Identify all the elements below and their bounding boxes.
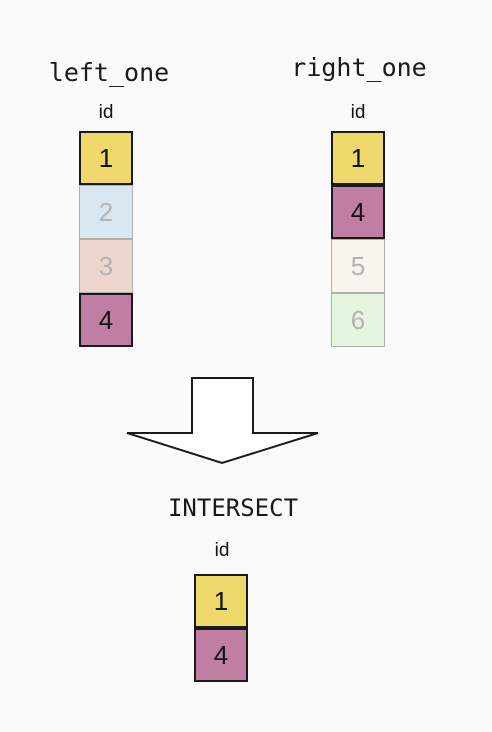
table-cell: 1 (194, 574, 248, 628)
table-cell: 4 (331, 185, 385, 239)
table-cell: 4 (79, 293, 133, 347)
table-cell: 4 (194, 628, 248, 682)
result-column-header: id (214, 540, 230, 561)
left-table-title: left_one (48, 58, 170, 87)
table-cell: 2 (79, 185, 133, 239)
table-cell: 1 (331, 131, 385, 185)
table-cell: 6 (331, 293, 385, 347)
right-table-column-header: id (350, 102, 366, 123)
right-table-title: right_one (291, 53, 427, 82)
operation-label: INTERSECT (167, 494, 299, 522)
table-cell: 5 (331, 239, 385, 293)
table-cell: 3 (79, 239, 133, 293)
table-cell: 1 (79, 131, 133, 185)
left-table-column-header: id (98, 102, 114, 123)
